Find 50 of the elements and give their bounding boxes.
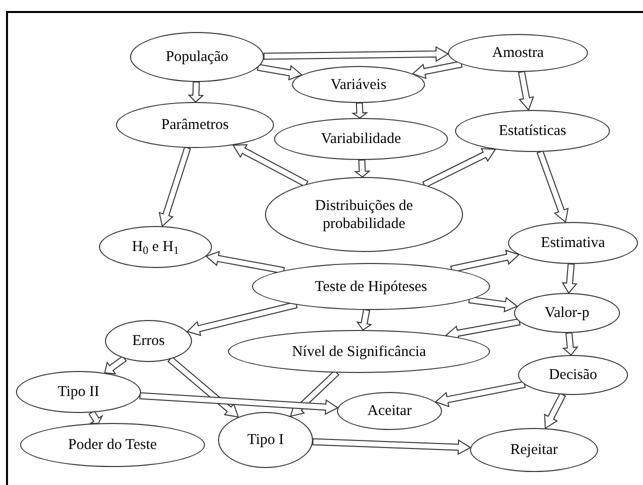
concept-label: Erros (132, 332, 165, 350)
concept-label: Decisão (548, 366, 598, 384)
concept-label: Amostra (492, 44, 544, 62)
concept-ellipse (514, 293, 620, 333)
block-arrow (256, 64, 303, 80)
block-arrow (562, 332, 578, 356)
block-arrow (158, 146, 192, 228)
block-arrow (104, 355, 127, 374)
block-arrow (263, 46, 450, 62)
concept-label: Aceitar (367, 402, 412, 420)
concept-label: Poder do Teste (68, 436, 157, 454)
concept-label: Valor-p (544, 304, 590, 322)
concept-ellipse (105, 320, 192, 362)
block-arrow (139, 392, 339, 415)
concept-ellipse (116, 102, 274, 148)
concept-label: Estatísticas (498, 122, 566, 140)
concept-label: Teste de Hipóteses (314, 278, 428, 296)
block-arrow (205, 250, 285, 274)
concept-ellipse (99, 226, 212, 268)
block-arrow (186, 301, 298, 336)
block-arrow (232, 144, 308, 188)
block-arrow (422, 148, 496, 188)
concept-ellipse (292, 66, 425, 103)
concept-ellipse (274, 118, 448, 160)
concept-label: Nível de Significância (292, 342, 426, 360)
concept-ellipse (337, 392, 442, 430)
concept-label: Parâmetros (161, 116, 229, 134)
block-arrow (312, 438, 472, 456)
concept-label: Variáveis (330, 76, 386, 94)
block-arrow (544, 392, 566, 430)
block-arrow (412, 60, 463, 80)
block-arrow (434, 381, 526, 408)
concept-label: Tipo I (247, 431, 284, 449)
block-arrow (450, 250, 520, 273)
block-arrow (356, 308, 372, 331)
concept-label: Distribuições de probabilidade (314, 196, 414, 232)
concept-label: H$_{0}$ e H$_{1}$ (132, 238, 180, 256)
concept-label: Rejeitar (510, 441, 558, 459)
concept-ellipse (508, 222, 638, 264)
block-arrow (468, 296, 518, 312)
block-arrow (562, 263, 578, 294)
block-arrow (188, 81, 204, 103)
concept-label: Variabilidade (321, 130, 401, 148)
block-arrow (536, 150, 569, 224)
concept-label: Estimativa (540, 234, 606, 252)
concept-label: Tipo II (58, 383, 100, 401)
block-arrow (351, 102, 368, 119)
block-arrow (518, 70, 534, 111)
block-arrow (354, 159, 371, 178)
concept-label: População (166, 48, 228, 66)
